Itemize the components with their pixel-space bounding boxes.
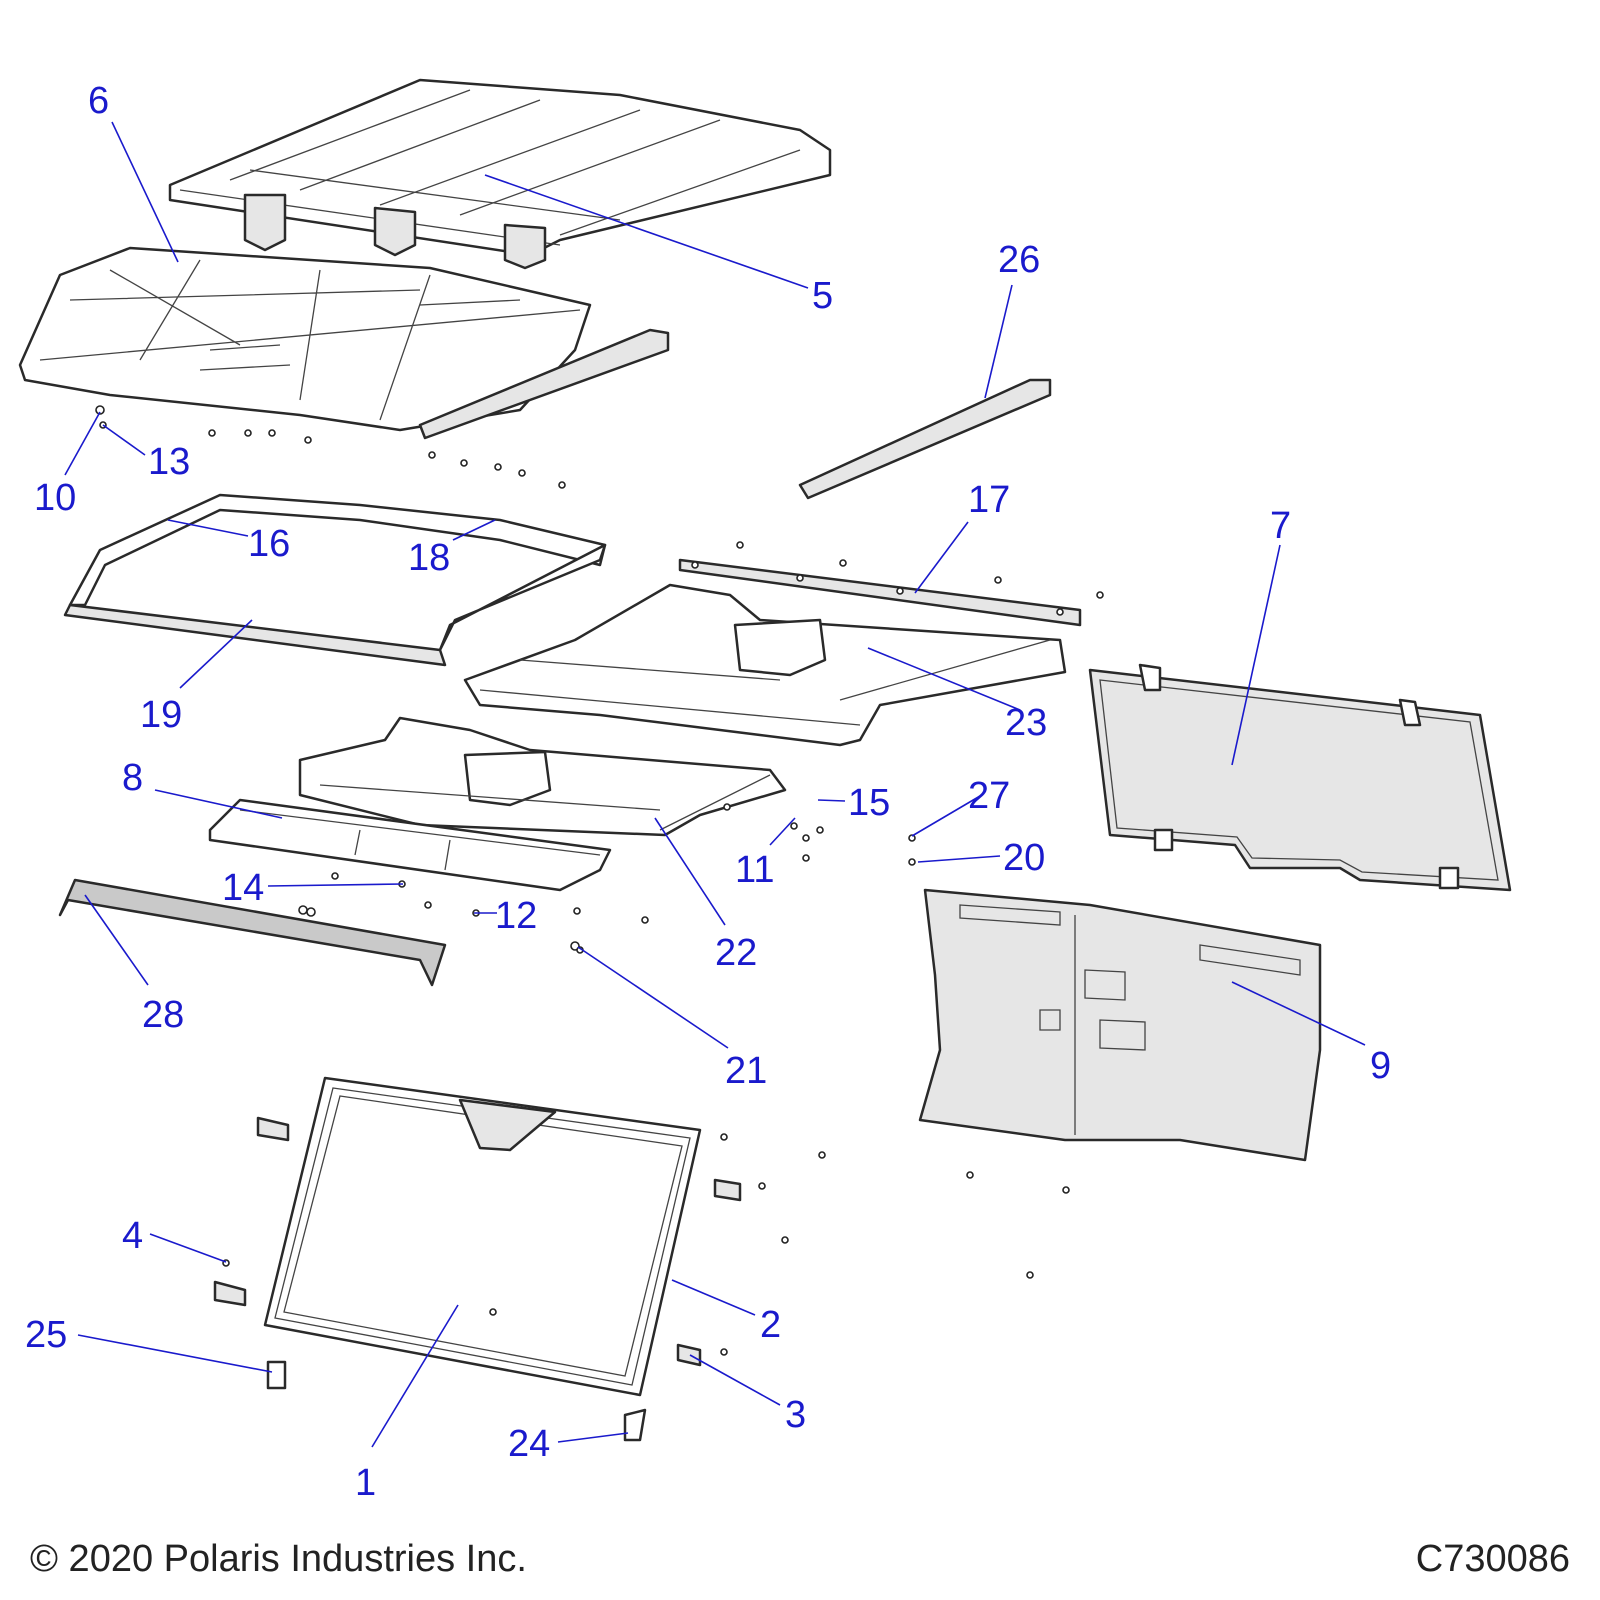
- part-9-bulkhead: [918, 888, 1322, 1162]
- callout-10: 10: [34, 477, 76, 519]
- part-7-rear-panel: [1088, 663, 1512, 892]
- part-23-rear-headliner: [463, 583, 1067, 747]
- callout-12: 12: [495, 895, 537, 937]
- part-22-front-headliner: [298, 716, 787, 837]
- copyright-text: © 2020 Polaris Industries Inc.: [30, 1538, 527, 1580]
- callout-11: 11: [735, 849, 774, 891]
- callout-28: 28: [142, 994, 184, 1036]
- part-1-2-windshield: [263, 1076, 702, 1397]
- callout-17: 17: [968, 479, 1010, 521]
- callout-18: 18: [408, 537, 450, 579]
- callout-5: 5: [812, 275, 833, 317]
- callout-labels: 6 5 26 13 10 16 18 17 7 19 23 8 15 27 20…: [25, 80, 1391, 1504]
- callout-8: 8: [122, 757, 143, 799]
- callout-16: 16: [248, 523, 290, 565]
- callout-15: 15: [848, 782, 890, 824]
- roof-seal-strip: [418, 328, 670, 440]
- part-28-lower-trim: [58, 878, 447, 987]
- callout-9: 9: [1370, 1045, 1391, 1087]
- callout-21: 21: [725, 1050, 767, 1092]
- callout-14: 14: [222, 867, 264, 909]
- callout-3: 3: [785, 1394, 806, 1436]
- windshield-hardware: [213, 1116, 742, 1442]
- callout-26: 26: [998, 239, 1040, 281]
- part-8-front-bracket: [208, 798, 612, 892]
- callout-27: 27: [968, 775, 1010, 817]
- part-5-roof-top: [168, 78, 832, 270]
- callout-20: 20: [1003, 837, 1045, 879]
- part-17-bracket-bar: [678, 558, 1082, 627]
- figure-id: C730086: [1415, 1538, 1570, 1580]
- part-26-seal-strip: [798, 378, 1052, 500]
- leader-lines: [64, 121, 1366, 1448]
- callout-19: 19: [140, 694, 182, 736]
- callout-2: 2: [760, 1304, 781, 1346]
- callout-22: 22: [715, 932, 757, 974]
- callout-7: 7: [1270, 505, 1291, 547]
- callout-1: 1: [355, 1462, 376, 1504]
- callout-25: 25: [25, 1314, 67, 1356]
- callout-13: 13: [148, 441, 190, 483]
- callout-23: 23: [1005, 702, 1047, 744]
- part-16-18-19-frame-seal: [63, 493, 607, 667]
- callout-24: 24: [508, 1423, 550, 1465]
- fasteners: [95, 405, 1104, 1356]
- callout-4: 4: [122, 1215, 143, 1257]
- callout-6: 6: [88, 80, 109, 122]
